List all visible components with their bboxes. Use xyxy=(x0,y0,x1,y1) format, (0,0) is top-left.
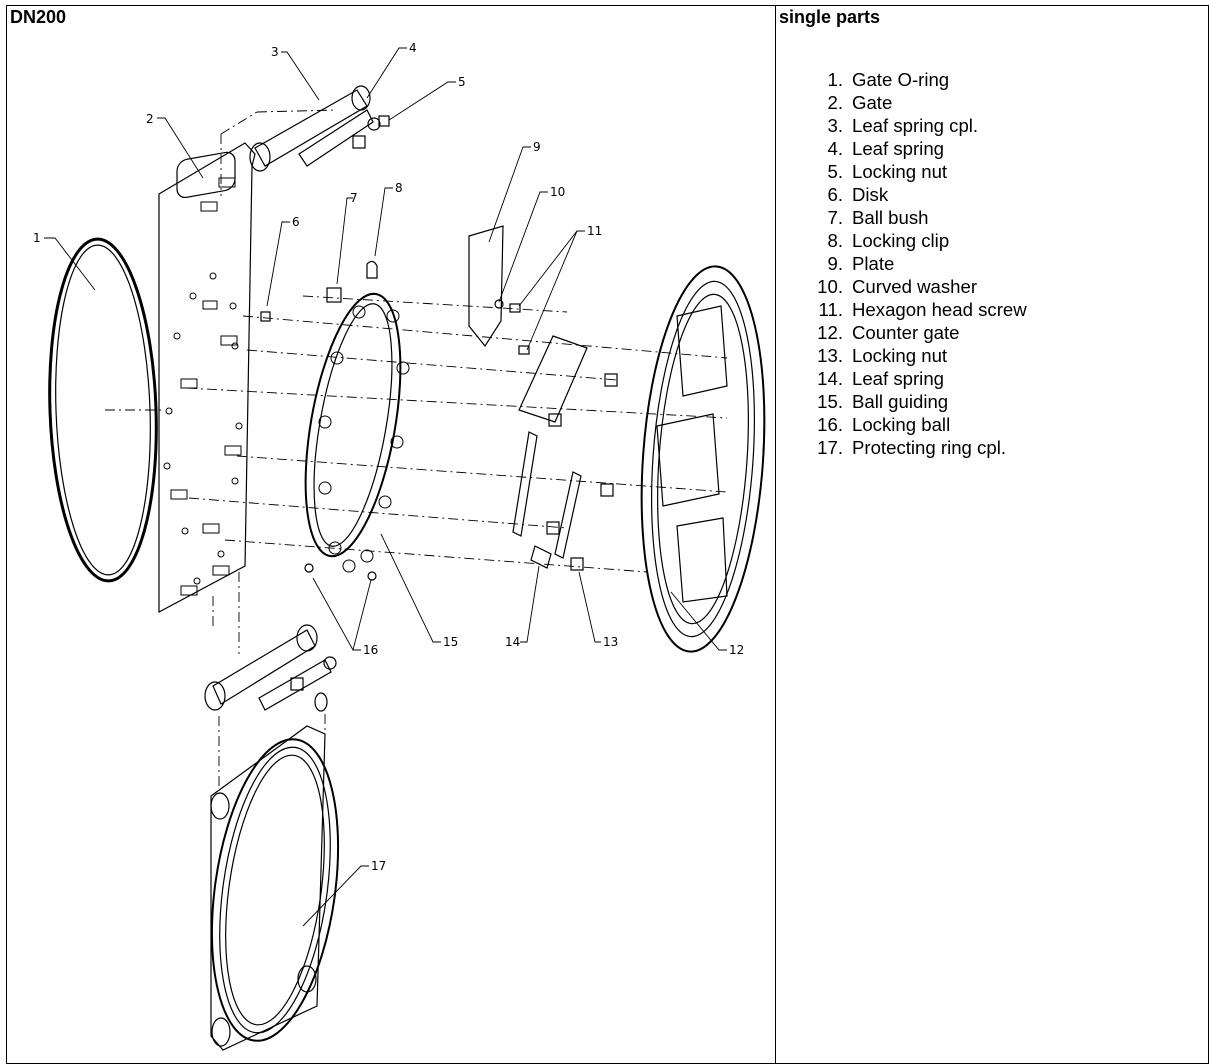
callout-16: 16 xyxy=(363,643,378,657)
leader-lines xyxy=(44,47,727,927)
part-name: Protecting ring cpl. xyxy=(852,437,1006,458)
leaf-springs-right xyxy=(512,335,618,571)
locking-nut-upper xyxy=(378,115,390,127)
callout-4: 4 xyxy=(409,41,417,55)
callout-11: 11 xyxy=(587,224,602,238)
exploded-view-drawing: 1 2 3 4 5 6 7 8 9 10 11 12 13 14 15 16 1… xyxy=(33,41,766,1051)
callout-8: 8 xyxy=(395,181,403,195)
part-number: 17. xyxy=(817,437,843,458)
part-number: 6. xyxy=(827,184,843,205)
part-name: Curved washer xyxy=(852,276,978,297)
part-number: 2. xyxy=(827,92,843,113)
gate-plate xyxy=(158,142,256,614)
parts-list-cell: single parts 1. Gate O-ring 2. Gate 3. Leaf… xyxy=(775,5,1209,1064)
small-parts xyxy=(260,225,530,355)
part-number: 4. xyxy=(827,138,843,159)
part-number: 12. xyxy=(817,322,843,343)
part-number: 14. xyxy=(817,368,843,389)
part-number: 3. xyxy=(827,115,843,136)
callout-12: 12 xyxy=(729,643,744,657)
callout-labels: 1 2 3 4 5 6 7 8 9 10 11 12 13 14 15 16 1… xyxy=(33,41,744,873)
part-name: Locking ball xyxy=(852,414,951,435)
part-number: 5. xyxy=(827,161,843,182)
callout-5: 5 xyxy=(458,75,466,89)
part-name: Locking nut xyxy=(852,161,948,182)
part-number: 1. xyxy=(827,69,843,90)
upper-leaf-spring xyxy=(249,85,381,172)
part-name: Disk xyxy=(852,184,889,205)
drawing-cell: 1 2 3 4 5 6 7 8 9 10 11 12 13 14 15 16 1… xyxy=(6,5,776,1064)
part-name: Locking clip xyxy=(852,230,950,251)
parts-table: 1 2 3 4 5 6 7 8 9 10 11 12 13 14 15 16 1… xyxy=(6,5,1209,1064)
part-name: Gate xyxy=(852,92,893,113)
counter-gate xyxy=(640,265,766,653)
part-name: Leaf spring cpl. xyxy=(852,115,979,136)
part-number: 10. xyxy=(817,276,843,297)
parts-list-title: single parts xyxy=(779,7,881,27)
callout-15: 15 xyxy=(443,635,458,649)
callout-2: 2 xyxy=(146,112,154,126)
callout-3: 3 xyxy=(271,45,279,59)
callout-17: 17 xyxy=(371,859,386,873)
part-name: Leaf spring xyxy=(852,368,944,389)
part-number: 11. xyxy=(818,299,843,320)
gate-o-ring xyxy=(48,237,158,583)
part-name: Ball guiding xyxy=(852,391,949,412)
part-number: 7. xyxy=(827,207,843,228)
ball-guiding-ring xyxy=(304,292,410,573)
callout-9: 9 xyxy=(533,140,541,154)
assembly-lines xyxy=(105,109,728,786)
part-number: 9. xyxy=(827,253,843,274)
lower-leaf-spring xyxy=(204,624,337,711)
part-name: Locking nut xyxy=(852,345,948,366)
callout-1: 1 xyxy=(33,231,41,245)
callout-10: 10 xyxy=(550,185,565,199)
part-name: Hexagon head screw xyxy=(852,299,1027,320)
protecting-ring xyxy=(210,692,340,1051)
part-name: Ball bush xyxy=(852,207,929,228)
part-number: 16. xyxy=(817,414,843,435)
part-name: Plate xyxy=(852,253,895,274)
part-number: 13. xyxy=(817,345,843,366)
locking-ball-b xyxy=(367,571,377,581)
part-name: Leaf spring xyxy=(852,138,944,159)
callout-6: 6 xyxy=(292,215,300,229)
callout-7: 7 xyxy=(350,191,358,205)
part-number: 8. xyxy=(827,230,843,251)
part-name: Counter gate xyxy=(852,322,960,343)
locking-ball-a xyxy=(304,563,314,573)
part-number: 15. xyxy=(817,391,843,412)
drawing-title: DN200 xyxy=(10,7,67,27)
part-name: Gate O-ring xyxy=(852,69,950,90)
callout-14: 14 xyxy=(505,635,520,649)
callout-13: 13 xyxy=(603,635,618,649)
